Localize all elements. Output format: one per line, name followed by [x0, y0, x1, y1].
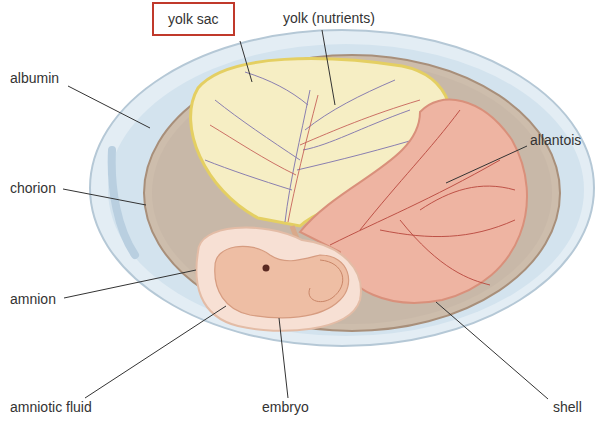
part-label: yolk sac — [168, 11, 219, 27]
part-label: yolk (nutrients) — [283, 10, 375, 26]
embryo-tail — [309, 260, 343, 302]
part-label: amniotic fluid — [10, 399, 92, 415]
part-label: chorion — [10, 180, 56, 196]
part-label: amnion — [10, 291, 56, 307]
embryo-eye — [263, 265, 270, 272]
part-label: shell — [553, 399, 582, 415]
leader-lines — [63, 30, 548, 399]
part-label: embryo — [262, 399, 309, 415]
shell — [90, 30, 594, 346]
amnion — [196, 228, 361, 331]
highlight-box: yolk sac — [152, 2, 235, 36]
part-label: allantois — [530, 132, 581, 148]
allantois-vessels — [330, 110, 515, 285]
chorion — [144, 55, 560, 331]
embryo — [215, 246, 349, 317]
albumin — [108, 44, 584, 336]
part-label: albumin — [10, 70, 59, 86]
